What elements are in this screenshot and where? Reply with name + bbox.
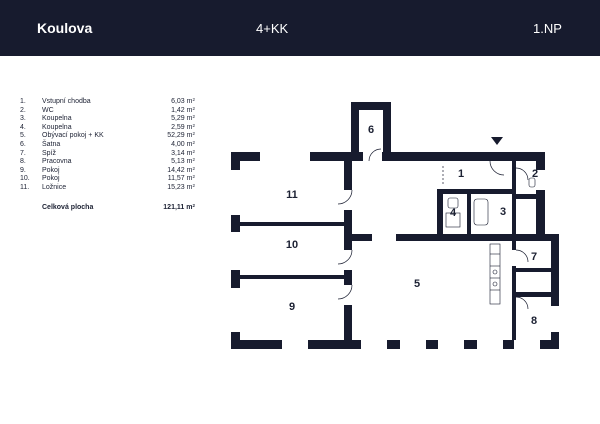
room-area: 52,29 m2 (167, 131, 195, 140)
room-number: 7. (20, 149, 26, 157)
room-number: 6. (20, 140, 26, 148)
room-row: 1. Vstupní chodba 6,03 m2 (20, 97, 195, 107)
room-row: 11. Ložnice 15,23 m2 (20, 182, 195, 193)
project-name: Koulova (37, 20, 93, 36)
room-row: 3. Koupelna 5,29 m2 (20, 114, 195, 124)
fixtures (445, 177, 536, 305)
room-label-2: 2 (532, 168, 538, 180)
room-label-3: 3 (500, 206, 506, 218)
room-number: 3. (20, 115, 26, 123)
room-number: 4. (20, 123, 26, 131)
room-number: 5. (20, 132, 26, 140)
room-number: 8. (20, 158, 26, 166)
room-area: 14,42 m2 (167, 165, 195, 174)
total-label: Celková plocha (42, 204, 94, 211)
window-openings (231, 152, 559, 349)
room-label-4: 4 (450, 207, 457, 219)
room-area: 3,14 m2 (171, 148, 195, 157)
room-label-7: 7 (531, 251, 537, 263)
entrance-arrow-icon (491, 137, 503, 145)
room-number: 1. (20, 98, 26, 105)
room-area: 15,23 m2 (167, 182, 195, 191)
total-area-value: 121,11 m2 (163, 203, 195, 211)
room-row: 8. Pracovna 5,13 m2 (20, 157, 195, 167)
room-row: 7. Spíž 3,14 m2 (20, 148, 195, 159)
room-area: 1,42 m2 (171, 105, 195, 114)
room-area: 2,59 m2 (171, 122, 195, 131)
room-name: Pracovna (42, 158, 72, 166)
room-row: 10. Pokoj 11,57 m2 (20, 175, 195, 184)
room-row: 2. WC 1,42 m2 (20, 105, 195, 116)
header-bar: Koulova 4+KK 1.NP (0, 0, 600, 56)
room-label-6: 6 (368, 124, 374, 136)
door-swings (337, 148, 529, 310)
room-row: 5. Obývací pokoj + KK 52,29 m2 (20, 132, 195, 141)
room-label-8: 8 (531, 315, 537, 327)
apartment-layout: 4+KK (256, 21, 289, 36)
room-area: 11,57 m2 (167, 174, 195, 183)
room-row: 4. Koupelna 2,59 m2 (20, 122, 195, 133)
room-name: Vstupní chodba (42, 98, 91, 105)
room-number: 2. (20, 106, 26, 114)
total-area-row: Celková plocha 121,11 m2 (42, 203, 195, 211)
room-name: Pokoj (42, 175, 60, 183)
room-area: 6,03 m2 (171, 97, 195, 105)
room-number: 10. (20, 175, 30, 183)
room-number: 11. (20, 183, 30, 191)
room-label-10: 10 (286, 239, 298, 251)
room-name: Šatna (42, 140, 61, 148)
room-row: 9. Pokoj 14,42 m2 (20, 165, 195, 176)
room-label-11: 11 (286, 189, 298, 201)
room-labels: 11 10 9 5 6 1 2 3 4 7 8 (286, 124, 538, 327)
walls (231, 102, 559, 349)
room-row: 6. Šatna 4,00 m2 (20, 139, 195, 150)
room-area: 5,13 m2 (171, 157, 195, 166)
room-name: Koupelna (42, 115, 72, 123)
room-name: Ložnice (42, 183, 67, 191)
room-number: 9. (20, 166, 26, 174)
room-name: Koupelna (42, 123, 72, 131)
room-label-5: 5 (414, 278, 420, 290)
room-area: 4,00 m2 (171, 139, 195, 148)
room-label-1: 1 (458, 168, 464, 180)
room-area: 5,29 m2 (171, 114, 195, 123)
room-name: Pokoj (42, 166, 60, 174)
room-list: 1. Vstupní chodba 6,03 m2 2. WC 1,42 m2 3. Ko… (20, 97, 195, 193)
room-name: Obývací pokoj + KK (42, 132, 104, 140)
room-name: WC (42, 106, 54, 114)
floor-label: 1.NP (533, 21, 562, 36)
room-name: Spíž (42, 149, 57, 157)
room-label-9: 9 (289, 301, 295, 313)
